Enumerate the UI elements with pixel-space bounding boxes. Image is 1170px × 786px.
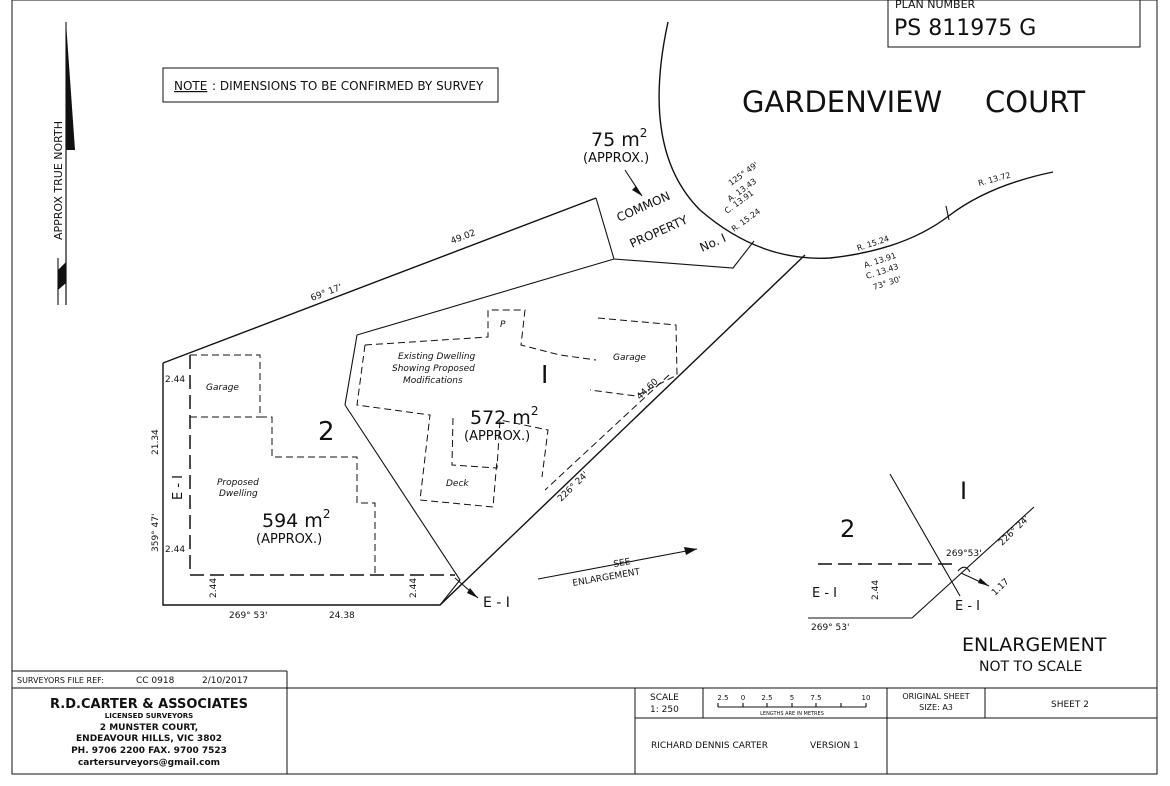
scale-tick-1: 0 (741, 694, 745, 702)
file-ref: CC 0918 (136, 676, 175, 686)
common-property-line1: COMMON (615, 189, 673, 225)
street-name-2: COURT (985, 85, 1085, 119)
enlargement-e-right: E - I (955, 599, 980, 614)
title-block: SURVEYORS FILE REF: CC 0918 2/10/2017 R.… (12, 670, 1157, 774)
scale-label: SCALE (650, 693, 679, 703)
enlargement-b2: 226° 24' (997, 514, 1032, 548)
note-box: NOTE : DIMENSIONS TO BE CONFIRMED BY SUR… (162, 67, 499, 103)
scale-bar: 2.5 0 2.5 5 7.5 10 LENGTHS ARE IN METRES (717, 694, 870, 717)
common-property-line3: No. I (698, 231, 729, 255)
street-name-1: GARDENVIEW (742, 85, 942, 119)
enlargement-e-left: E - I (812, 586, 837, 601)
dim-e-bot: 2.44 (165, 545, 185, 555)
firm-phone: PH. 9706 2200 FAX. 9700 7523 (71, 746, 227, 756)
scale-note: LENGTHS ARE IN METRES (760, 711, 824, 717)
dim-bottom-bearing: 269° 53' (229, 611, 267, 621)
plan-number: PS 811975 G (894, 16, 1036, 41)
dim-e-b2: 2.44 (409, 578, 419, 598)
dim-e-top: 2.44 (165, 375, 185, 385)
drawing-frame (11, 0, 1158, 775)
enlargement-lot2: 2 (840, 515, 855, 543)
plan-number-label: PLAN NUMBER (895, 0, 976, 11)
sheet-number: SHEET 2 (1051, 700, 1089, 710)
lot1-approx: (APPROX.) (464, 429, 530, 444)
enlargement-b3: 269° 53' (811, 623, 849, 633)
scale-tick-3: 5 (790, 694, 794, 702)
enlargement-title: ENLARGEMENT (962, 634, 1107, 656)
common-property-line2: PROPERTY (628, 212, 691, 250)
lot-boundaries (162, 197, 806, 606)
lot1-desc2: Showing Proposed (392, 364, 475, 374)
see-enlargement: SEE ENLARGEMENT (537, 547, 698, 589)
north-label: APPROX TRUE NORTH (52, 121, 65, 240)
dim-top: 49.02 (449, 228, 477, 247)
scale-value: 1: 250 (650, 705, 679, 715)
dim-left-bearing: 359° 47' (151, 514, 161, 552)
street-boundary (658, 21, 1054, 259)
common-area-sup: 2 (640, 126, 648, 140)
enlargement-b1: 269°53' (946, 549, 982, 559)
sheet-size: SIZE: A3 (919, 703, 953, 712)
lot2-approx: (APPROX.) (256, 532, 322, 547)
surveyor-name: RICHARD DENNIS CARTER (651, 741, 768, 751)
dim-bottom: 24.38 (329, 611, 355, 621)
lot2-number: 2 (318, 417, 335, 447)
common-area-value: 75 m (591, 129, 640, 151)
curve-annotations: 125° 49' A. 13.43 C. 13.91 R. 15.24 R. 1… (723, 160, 1012, 292)
lot1-number: I (541, 360, 548, 389)
scale-tick-4: 7.5 (810, 694, 821, 702)
lot1-desc3: Modifications (403, 376, 463, 386)
lot2-garage: Garage (206, 383, 239, 393)
version: VERSION 1 (810, 741, 859, 751)
lot2-area-sup: 2 (323, 507, 331, 521)
enlargement-detail: I 2 269°53' 226° 24' 1.17 E - I 2.44 E -… (808, 473, 1107, 675)
dim-left: 21.34 (151, 429, 161, 455)
lot1-deck: Deck (446, 479, 469, 489)
plan-number-box: PLAN NUMBER PS 811975 G (887, 0, 1141, 48)
enlargement-e-dim: 2.44 (871, 580, 881, 600)
lot1-buildings: P Garage Existing Dwelling Showing Propo… (356, 309, 678, 508)
dim-e-b1: 2.44 (209, 578, 219, 598)
lot1-area-value: 572 m (470, 407, 531, 429)
north-arrow: APPROX TRUE NORTH (52, 22, 75, 305)
enlargement-lot1: I (960, 477, 967, 505)
lot2-buildings: Garage Proposed Dwelling 2 594 m2 (APPRO… (190, 354, 376, 575)
note-label: NOTE (174, 79, 207, 93)
file-ref-label: SURVEYORS FILE REF: (17, 676, 104, 685)
enlargement-subtitle: NOT TO SCALE (979, 659, 1082, 675)
lot2-desc2: Dwelling (219, 489, 258, 499)
common-property-approx: (APPROX.) (583, 151, 649, 166)
lot2-desc1: Proposed (217, 478, 259, 488)
firm-addr2: ENDEAVOUR HILLS, VIC 3802 (76, 734, 222, 744)
lot1-p: P (500, 320, 506, 330)
firm-sub: LICENSED SURVEYORS (105, 712, 193, 720)
lot2-area: 594 m2 (262, 507, 330, 532)
firm-name: R.D.CARTER & ASSOCIATES (50, 697, 248, 712)
lot1-garage: Garage (613, 353, 646, 363)
boundary-dimensions: 49.02 69° 17' 44.60 226° 24' 21.34 359° … (151, 228, 661, 621)
easement: E - I E - I (171, 355, 510, 611)
lot2-area-value: 594 m (262, 510, 323, 532)
common-property-area: 75 m2 (591, 126, 647, 151)
sheet-size-label: ORIGINAL SHEET (902, 692, 969, 701)
scale-tick-5: 10 (862, 694, 871, 702)
note-text: : DIMENSIONS TO BE CONFIRMED BY SURVEY (212, 79, 484, 93)
scale-tick-2: 2.5 (761, 694, 772, 702)
lot1-desc1: Existing Dwelling (398, 352, 476, 362)
enlargement-dim: 1.17 (990, 577, 1011, 598)
easement-label: E - I (483, 595, 510, 611)
lot2-easement-label: E - I (171, 475, 186, 500)
file-date: 2/10/2017 (202, 676, 248, 686)
see-l1: SEE (613, 557, 632, 570)
scale-tick-0: 2.5 (717, 694, 728, 702)
firm-email: cartersurveyors@gmail.com (78, 758, 220, 768)
lot1-area: 572 m2 (470, 404, 538, 429)
firm-addr1: 2 MUNSTER COURT, (100, 723, 198, 733)
lot1-area-sup: 2 (531, 404, 539, 418)
